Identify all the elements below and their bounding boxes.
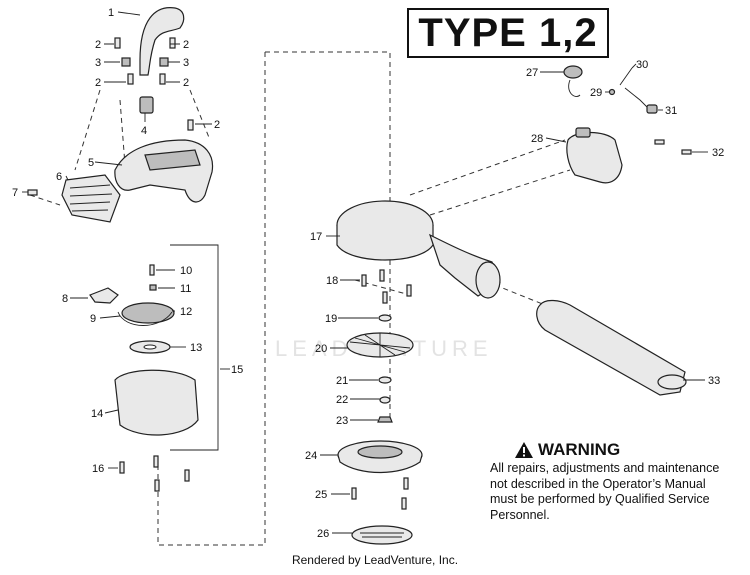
lower-cover-part: [337, 440, 423, 474]
alignment-line-tube: [494, 284, 546, 306]
alignment-line-tank: [409, 139, 571, 216]
coil-12-part: [121, 302, 175, 324]
blower-housing-part: [336, 200, 501, 299]
callout-30: 30: [636, 59, 648, 71]
callout-12: 12: [180, 306, 192, 318]
warning-box: WARNING All repairs, adjustments and mai…: [490, 440, 720, 523]
screw-32a-part: [654, 139, 665, 145]
callout-26: 26: [317, 528, 329, 540]
callout-33: 33: [708, 375, 720, 387]
callout-19: 19: [325, 313, 337, 325]
switch-part: [139, 96, 154, 114]
callout-29: 29: [590, 87, 602, 99]
callout-21: 21: [336, 375, 348, 387]
blower-tube-part: [536, 299, 687, 396]
alignment-line-handle: [74, 89, 211, 171]
fuel-line-30-part: [619, 67, 649, 109]
screw-7-part: [27, 189, 38, 196]
screws-25-part: [351, 477, 409, 510]
callout-14: 14: [91, 408, 103, 420]
handle-screws: [114, 37, 194, 131]
callout-8: 8: [62, 293, 68, 305]
knob-part: [89, 287, 119, 304]
callout-2e: 2: [214, 119, 220, 131]
callout-16: 16: [92, 463, 104, 475]
callout-9: 9: [90, 313, 96, 325]
screws-16-part: [119, 455, 190, 492]
callout-2c: 2: [95, 77, 101, 89]
fuel-tank-part: [566, 127, 623, 184]
callout-2b: 2: [183, 39, 189, 51]
filter-31-part: [646, 104, 658, 114]
callout-15: 15: [231, 364, 243, 376]
callout-11: 11: [180, 283, 191, 295]
callout-7: 7: [12, 187, 18, 199]
washer-13-part: [129, 340, 171, 354]
fuel-cap-part: [563, 65, 583, 97]
callout-32: 32: [712, 147, 724, 159]
callout-3a: 3: [95, 57, 101, 69]
assembly-dashed-outline: [157, 51, 391, 546]
callout-10: 10: [180, 265, 192, 277]
callout-28: 28: [531, 133, 543, 145]
callout-24: 24: [305, 450, 317, 462]
warning-body: All repairs, adjustments and maintenance…: [490, 461, 720, 522]
callout-22: 22: [336, 394, 348, 406]
callout-20: 20: [315, 343, 327, 355]
washer-19-part: [378, 314, 392, 322]
washer-22-part: [379, 396, 391, 404]
top-housing-part: [114, 139, 214, 203]
callout-27: 27: [526, 67, 538, 79]
callout-25: 25: [315, 489, 327, 501]
callout-3b: 3: [183, 57, 189, 69]
group-bracket-15: [170, 244, 219, 451]
callout-2d: 2: [183, 77, 189, 89]
screw-10-part: [149, 264, 155, 276]
footer-credit: Rendered by LeadVenture, Inc.: [291, 553, 459, 567]
callout-2a: 2: [95, 39, 101, 51]
grille-part: [351, 525, 413, 545]
type-label: TYPE 1,2: [407, 8, 609, 58]
spring-9-part: [117, 311, 173, 326]
callout-18: 18: [326, 275, 338, 287]
screw-32b-part: [681, 149, 692, 155]
callout-23: 23: [336, 415, 348, 427]
air-filter-part: [61, 174, 121, 223]
screws-18-part: [361, 269, 412, 304]
callout-17: 17: [310, 231, 322, 243]
nut-23-part: [377, 416, 393, 423]
motor-housing-part: [114, 369, 199, 436]
washer-21-part: [378, 376, 392, 384]
callout-1: 1: [108, 7, 114, 19]
callout-5: 5: [88, 157, 94, 169]
callout-4: 4: [141, 125, 147, 137]
callout-13: 13: [190, 342, 202, 354]
leader-lines: [22, 11, 708, 534]
warning-heading: WARNING: [490, 440, 720, 460]
callout-6: 6: [56, 171, 62, 183]
warning-triangle-icon: [515, 442, 533, 458]
filter-29-part: [608, 88, 616, 96]
impeller-part: [346, 332, 414, 358]
nut-11-part: [149, 284, 157, 291]
callout-labels: 1 2 2 3 3 2 2 4 2 5 6 7 8 9 10 11 12 13 …: [12, 7, 724, 540]
callout-31: 31: [665, 105, 677, 117]
warning-title: WARNING: [538, 440, 621, 459]
handle-part: [139, 7, 185, 76]
